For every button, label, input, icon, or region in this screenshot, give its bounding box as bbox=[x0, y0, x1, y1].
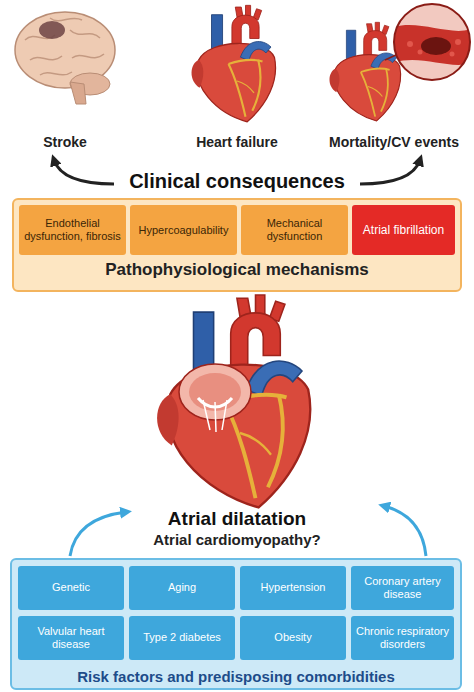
risk-factor-band: Risk factors and predisposing comorbidit… bbox=[10, 558, 462, 690]
mechanism-box: Endothelial dysfunction, fibrosis bbox=[19, 205, 126, 255]
consequence-label: Heart failure bbox=[172, 134, 302, 150]
band-heading: Pathophysiological mechanisms bbox=[14, 260, 460, 280]
risk-factor-box: Coronary artery disease bbox=[351, 566, 454, 610]
risk-factor-box: Valvular heart disease bbox=[18, 616, 124, 660]
risk-factor-box: Chronic respiratory disorders bbox=[351, 616, 454, 660]
risk-factor-label: Aging bbox=[168, 581, 196, 594]
mechanism-label: Hypercoagulability bbox=[139, 224, 229, 237]
consequence-label: Stroke bbox=[5, 134, 125, 150]
mechanism-label: Mechanical dysfunction bbox=[245, 217, 344, 243]
risk-factor-label: Hypertension bbox=[261, 581, 326, 594]
risk-factor-box: Aging bbox=[129, 566, 235, 610]
risk-factor-box: Hypertension bbox=[240, 566, 346, 610]
mechanism-label: Endothelial dysfunction, fibrosis bbox=[23, 217, 122, 243]
mechanism-band: Pathophysiological mechanisms Endothelial… bbox=[12, 198, 462, 292]
risk-factor-box: Type 2 diabetes bbox=[129, 616, 235, 660]
risk-factor-box: Genetic bbox=[18, 566, 124, 610]
mechanism-label: Atrial fibrillation bbox=[363, 223, 444, 237]
risk-factor-label: Type 2 diabetes bbox=[143, 631, 221, 644]
dilated-heart-illustration bbox=[157, 295, 310, 507]
section-subheading: Atrial cardiomyopathy? bbox=[0, 531, 474, 548]
risk-factor-label: Valvular heart disease bbox=[22, 625, 120, 651]
risk-factor-box: Obesity bbox=[240, 616, 346, 660]
brain-illustration bbox=[15, 12, 115, 104]
mechanism-box: Mechanical dysfunction bbox=[241, 205, 348, 255]
risk-factor-label: Coronary artery disease bbox=[355, 575, 450, 601]
heart-illustration bbox=[192, 5, 276, 121]
band-heading: Risk factors and predisposing comorbidit… bbox=[12, 668, 460, 685]
section-heading: Atrial dilatation bbox=[0, 508, 474, 530]
risk-factor-label: Genetic bbox=[52, 581, 90, 594]
mechanism-box: Atrial fibrillation bbox=[352, 205, 455, 255]
risk-factor-label: Obesity bbox=[274, 631, 311, 644]
heart-clot-illustration bbox=[329, 2, 474, 121]
consequence-label: Mortality/CV events bbox=[318, 134, 470, 150]
section-heading: Clinical consequences bbox=[0, 170, 474, 193]
risk-factor-label: Chronic respiratory disorders bbox=[355, 625, 450, 651]
mechanism-box: Hypercoagulability bbox=[130, 205, 237, 255]
